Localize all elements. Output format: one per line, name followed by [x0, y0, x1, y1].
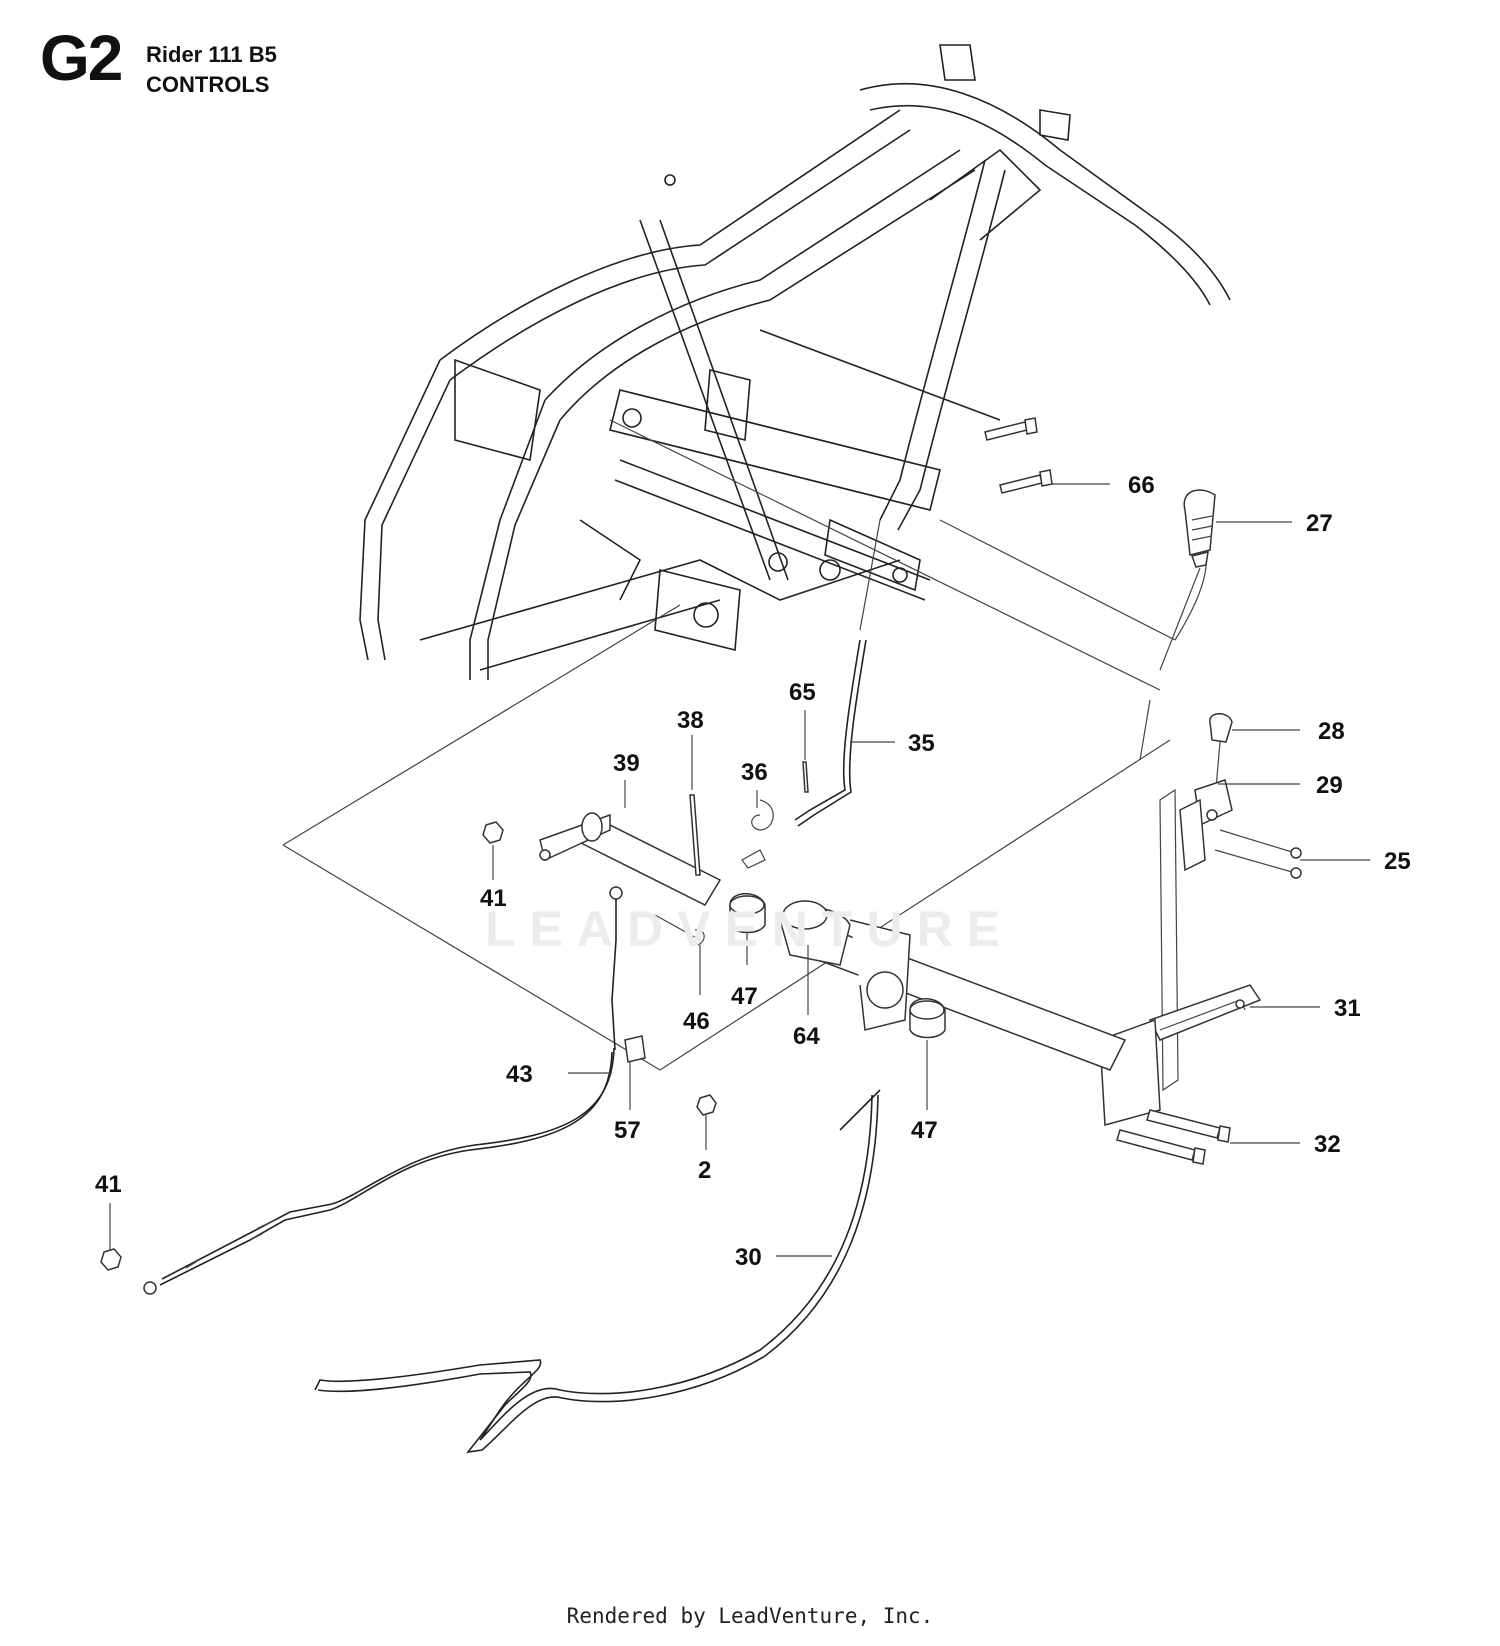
part-28-29-lever [1179, 713, 1233, 872]
callout-25: 25 [1384, 848, 1411, 875]
callout-29: 29 [1316, 772, 1343, 799]
model-name: Rider 111 B5 [146, 42, 277, 67]
callout-65: 65 [789, 679, 816, 706]
callout-27: 27 [1306, 510, 1333, 537]
part-47-bushing-upper [729, 893, 766, 934]
section-code: G2 [40, 22, 123, 94]
watermark: LEADVENTURE [485, 901, 1015, 957]
callout-31: 31 [1334, 995, 1361, 1022]
callout-35: 35 [908, 730, 935, 757]
callout-47-lower: 47 [911, 1117, 938, 1144]
callout-labels: 66 27 28 29 25 31 32 47 64 47 46 36 65 3… [95, 472, 1411, 1271]
part-57-clamp [624, 1035, 646, 1063]
callout-64: 64 [793, 1023, 820, 1050]
callout-46: 46 [683, 1008, 710, 1035]
footer-credit: Rendered by LeadVenture, Inc. [566, 1604, 934, 1628]
part-25-screws [1214, 829, 1302, 879]
part-46-clip [654, 914, 705, 946]
part-64-shaft [779, 900, 1127, 1071]
callout-30: 30 [735, 1244, 762, 1271]
part-36-spring [741, 799, 774, 869]
part-32-bolts [1116, 1109, 1231, 1165]
section-title: CONTROLS [146, 72, 270, 97]
callout-36: 36 [741, 759, 768, 786]
callout-41-lower: 41 [95, 1171, 122, 1198]
part-41-nut-lower [100, 1248, 122, 1271]
callout-57: 57 [614, 1117, 641, 1144]
chassis-frame [359, 44, 1231, 680]
callout-43: 43 [506, 1061, 533, 1088]
exploded-view-guides [282, 419, 1207, 1071]
part-43-cable [143, 886, 623, 1295]
callout-41-upper: 41 [480, 885, 507, 912]
part-27-knob [1159, 489, 1216, 671]
part-66-bolts [984, 417, 1053, 494]
part-47-bushing-lower [909, 998, 946, 1039]
callout-32: 32 [1314, 1131, 1341, 1158]
leader-lines [109, 483, 1370, 1257]
callout-47-upper: 47 [731, 983, 758, 1010]
part-65-pin [802, 761, 809, 793]
part-2-nut [696, 1094, 717, 1116]
part-31-bracket [1099, 788, 1262, 1126]
part-39-pedal-shaft [539, 812, 722, 906]
callout-28: 28 [1318, 718, 1345, 745]
callout-38: 38 [677, 707, 704, 734]
callout-2: 2 [698, 1157, 711, 1184]
callout-66: 66 [1128, 472, 1155, 499]
part-35-rod [794, 639, 867, 827]
callout-39: 39 [613, 750, 640, 777]
part-41-nut-upper [482, 821, 504, 844]
part-30-cable [314, 1089, 881, 1454]
part-38-pin [689, 794, 701, 876]
